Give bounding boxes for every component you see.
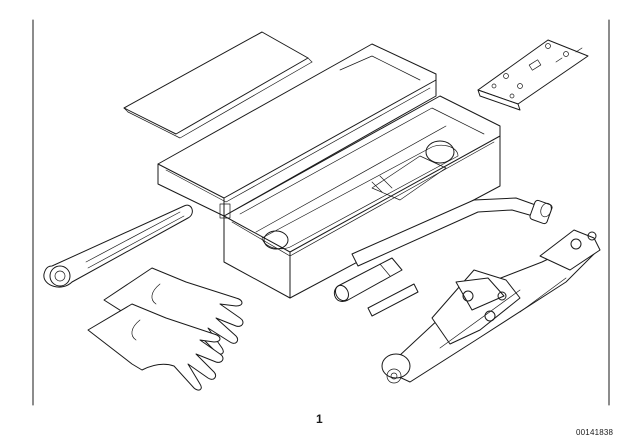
- gloves[interactable]: [87, 267, 244, 391]
- instruction-leaflet[interactable]: [123, 31, 313, 139]
- mounting-bracket[interactable]: [477, 39, 589, 111]
- box-lid[interactable]: [157, 43, 437, 219]
- extension-rod[interactable]: [333, 257, 403, 303]
- tool-box[interactable]: [223, 95, 501, 299]
- wrench[interactable]: [43, 204, 193, 288]
- drawing-id-label: 00141838: [576, 428, 614, 437]
- pin[interactable]: [367, 283, 419, 317]
- part-number-label: 1: [316, 412, 323, 426]
- scissor-jack[interactable]: [381, 229, 601, 384]
- wheel-brace[interactable]: [351, 197, 553, 267]
- box-contents: [261, 140, 459, 250]
